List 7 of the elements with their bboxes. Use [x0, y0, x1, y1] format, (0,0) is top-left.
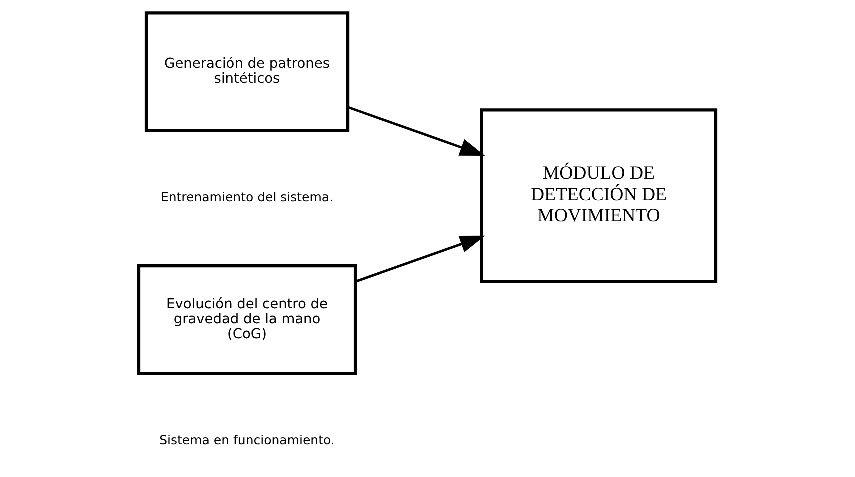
label: Sistema en funcionamiento. — [160, 432, 335, 448]
node-box: Generación de patrones sintéticos — [144, 12, 350, 132]
node-box: Evolución del centro de gravedad de la mano (CoG) — [137, 264, 358, 376]
node-box: MÓDULO DE DETECCIÓN DE MOVIMIENTO — [480, 108, 718, 284]
arrow — [348, 106, 486, 156]
label: Entrenamiento del sistema. — [160, 190, 334, 205]
arrow — [355, 236, 486, 284]
